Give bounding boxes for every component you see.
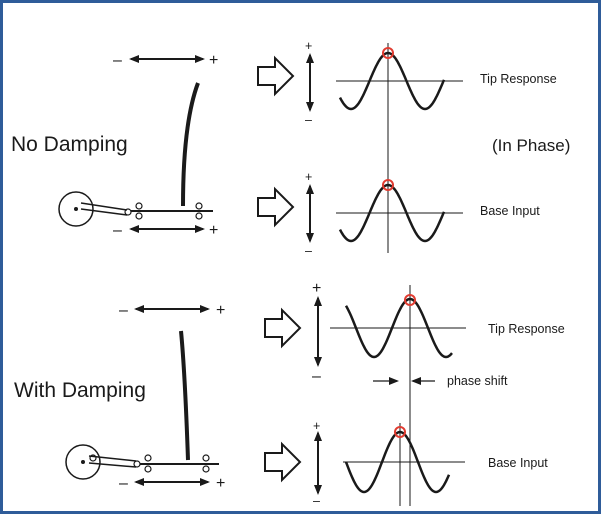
plus-sign: +: [209, 222, 218, 239]
amplitude-arrow-base-1: + –: [305, 170, 314, 258]
minus-sign: –: [113, 52, 122, 69]
drive-wheel: [58, 191, 94, 227]
no-damping-top-arrow: – +: [113, 52, 218, 69]
minus-sign: –: [119, 302, 128, 319]
amplitude-arrow-tip-2: + –: [312, 280, 322, 385]
svg-text:–: –: [312, 368, 321, 385]
with-damping-label: With Damping: [14, 379, 146, 402]
amplitude-arrow-base-2: + –: [313, 419, 322, 508]
base-input-wave: [344, 430, 451, 494]
tip-response-label: Tip Response: [480, 72, 557, 86]
no-damping-label: No Damping: [11, 133, 128, 156]
no-damping-base-mechanism: [58, 191, 213, 227]
plus-sign: +: [216, 302, 225, 319]
flexible-beam: [179, 330, 190, 461]
damping-diagram: No Damping – + – + + – + –: [11, 39, 570, 508]
base-input-label: Base Input: [480, 204, 540, 218]
base-input-label: Base Input: [488, 456, 548, 470]
tip-response-wave: [344, 297, 453, 359]
hollow-arrow-icon: [264, 441, 302, 483]
connecting-rod: [80, 202, 128, 211]
connecting-rod: [88, 455, 137, 462]
peak-marker: [404, 294, 416, 306]
minus-sign: –: [119, 475, 128, 492]
peak-marker: [394, 426, 406, 438]
svg-text:–: –: [305, 244, 312, 258]
svg-text:+: +: [305, 170, 312, 184]
phase-shift-label: phase shift: [447, 374, 508, 388]
svg-text:+: +: [313, 419, 320, 433]
peak-marker: [382, 179, 394, 191]
hollow-arrow-icon: [257, 55, 295, 97]
plus-sign: +: [216, 475, 225, 492]
svg-text:–: –: [305, 113, 312, 127]
svg-text:+: +: [305, 39, 312, 53]
hollow-arrow-icon: [264, 307, 302, 349]
tip-response-label: Tip Response: [488, 322, 565, 336]
with-damping-base-mechanism: [65, 444, 219, 480]
svg-text:+: +: [312, 280, 321, 297]
flexible-beam: [181, 82, 200, 207]
amplitude-arrow-tip-1: + –: [305, 39, 314, 127]
with-damping-top-arrow: – +: [119, 302, 225, 319]
no-damping-bottom-arrow: – +: [113, 222, 218, 239]
svg-text:–: –: [313, 494, 320, 508]
in-phase-label: (In Phase): [492, 136, 570, 155]
minus-sign: –: [113, 222, 122, 239]
plus-sign: +: [209, 52, 218, 69]
peak-marker: [382, 47, 394, 59]
hollow-arrow-icon: [257, 186, 295, 228]
with-damping-bottom-arrow: – +: [119, 475, 225, 492]
drive-wheel: [65, 444, 101, 480]
